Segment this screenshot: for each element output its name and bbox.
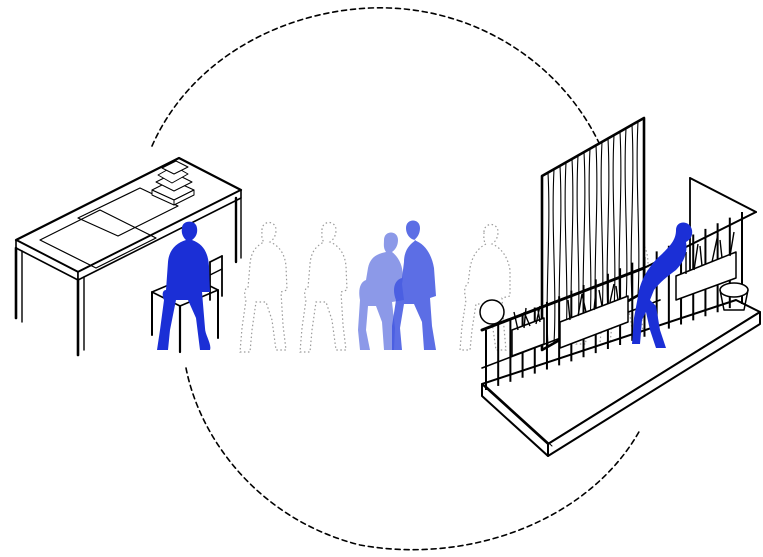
ghost-figure-1 <box>239 221 288 353</box>
curtain-fold <box>600 141 604 316</box>
curtain-fold <box>636 121 640 296</box>
curtain-fold <box>612 135 616 310</box>
curtain-fold <box>564 162 568 337</box>
dashed-orbit-path <box>151 7 641 551</box>
plant-boxes <box>479 231 749 357</box>
seated-figure-solid <box>157 221 211 350</box>
ghost-figure-2 <box>299 221 348 353</box>
translucent-figure <box>358 220 436 350</box>
paper-stack <box>151 160 195 206</box>
leaning-figure-solid <box>632 222 693 348</box>
curtain-fold <box>552 169 556 344</box>
curtain-fold <box>624 128 628 303</box>
curtain <box>540 116 646 352</box>
curtain-fold <box>588 148 592 323</box>
balcony <box>480 177 761 457</box>
